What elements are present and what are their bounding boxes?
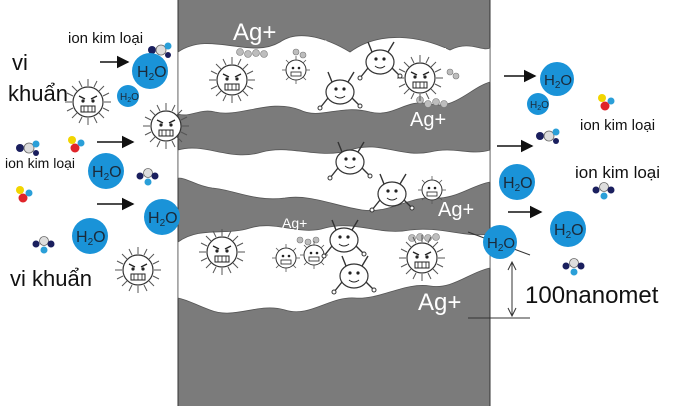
metal-ion-molecule-icon — [535, 128, 560, 145]
metal-ion-label: ion kim loại — [5, 155, 75, 171]
svg-text:H2O: H2O — [544, 72, 572, 91]
bacterium-icon — [281, 55, 311, 85]
water-molecule-icon: H2O — [550, 211, 586, 247]
ag-label: Ag+ — [438, 199, 474, 221]
water-molecule-icon: H2O — [132, 53, 168, 89]
ag-label: Ag+ — [418, 289, 461, 316]
metal-ion-molecule-icon — [136, 168, 159, 186]
bacterium-icon — [114, 246, 162, 294]
metal-ion-molecule-icon — [15, 140, 40, 157]
bacteria-label: vi khuẩn — [10, 266, 92, 291]
metal-ion-molecule-icon — [16, 186, 33, 203]
water-molecule-icon: H2O — [527, 93, 549, 115]
water-molecule-icon: H2O — [88, 153, 124, 189]
water-molecule-icon: H2O — [499, 164, 535, 200]
bacterium-icon — [271, 243, 301, 273]
water-molecule-icon: H2O — [72, 218, 108, 254]
ag-label: Ag+ — [233, 19, 276, 46]
metal-ion-label: ion kim loại — [580, 117, 655, 134]
water-molecule-icon: H2O — [117, 85, 139, 107]
bacteria-label: khuẩn — [8, 81, 68, 106]
metal-ion-molecule-icon — [68, 136, 85, 153]
ag-label: Ag+ — [270, 87, 295, 103]
svg-text:H2O: H2O — [148, 210, 178, 229]
water-molecule-icon: H2O — [540, 62, 574, 96]
svg-text:H2O: H2O — [76, 229, 106, 248]
water-molecules: H2O H2O H2O H2O H2O H2O H2O H2O — [72, 53, 586, 259]
ag-label: Ag+ — [282, 215, 307, 231]
metal-ion-molecule-icon — [598, 94, 615, 111]
pore-middle — [177, 146, 491, 211]
metal-ion-label: ion kim loại — [68, 30, 143, 47]
svg-text:H2O: H2O — [487, 235, 515, 254]
svg-text:H2O: H2O — [554, 222, 584, 241]
metal-ion-molecule-icon — [32, 236, 55, 254]
svg-text:H2O: H2O — [137, 64, 167, 83]
bacterium-icon — [417, 175, 447, 205]
svg-text:H2O: H2O — [120, 92, 139, 104]
metal-ion-molecule-icon — [562, 258, 585, 276]
ag-label: Ag+ — [300, 35, 331, 54]
svg-text:H2O: H2O — [503, 175, 533, 194]
bacteria-label: vi — [12, 50, 28, 75]
water-molecule-icon: H2O — [144, 199, 180, 235]
water-molecule-icon: H2O — [483, 225, 517, 259]
bacterium-icon — [64, 78, 112, 126]
svg-text:H2O: H2O — [92, 164, 122, 183]
svg-text:H2O: H2O — [530, 100, 549, 112]
ag-label: Ag+ — [232, 284, 256, 299]
metal-ion-label: ion kim loại — [575, 163, 660, 182]
silver-particles — [236, 48, 460, 246]
scale-label: 100nanomet — [525, 282, 659, 309]
ag-label: Ag+ — [420, 154, 453, 174]
ag-label: Ag+ — [410, 109, 446, 131]
metal-ion-molecule-icon — [592, 182, 615, 200]
ag-label: Ag+ — [438, 45, 474, 67]
